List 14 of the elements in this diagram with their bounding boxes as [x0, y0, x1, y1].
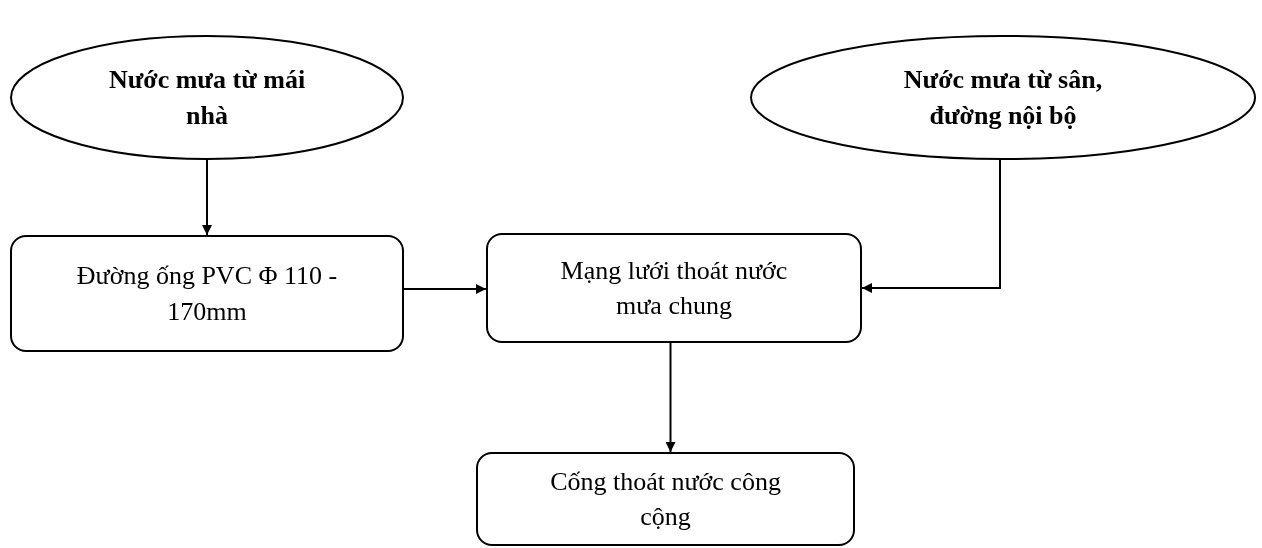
node-label: Cống thoát nước công cộng	[549, 465, 782, 533]
process-box	[476, 452, 855, 546]
node-label: Nước mưa từ mái nhà	[107, 64, 307, 132]
arrow	[202, 159, 212, 236]
arrow	[665, 342, 676, 453]
node-label: Đường ống PVC Φ 110 - 170mm	[75, 260, 339, 328]
arrow	[861, 159, 1001, 293]
process-box	[10, 235, 404, 352]
ellipse-node	[10, 35, 404, 160]
ellipse-node	[750, 35, 1256, 160]
node-label: Nước mưa từ sân, đường nội bộ	[902, 64, 1104, 132]
arrow	[403, 284, 487, 294]
process-box	[486, 233, 862, 343]
node-label: Mạng lưới thoát nước mưa chung	[559, 254, 789, 322]
